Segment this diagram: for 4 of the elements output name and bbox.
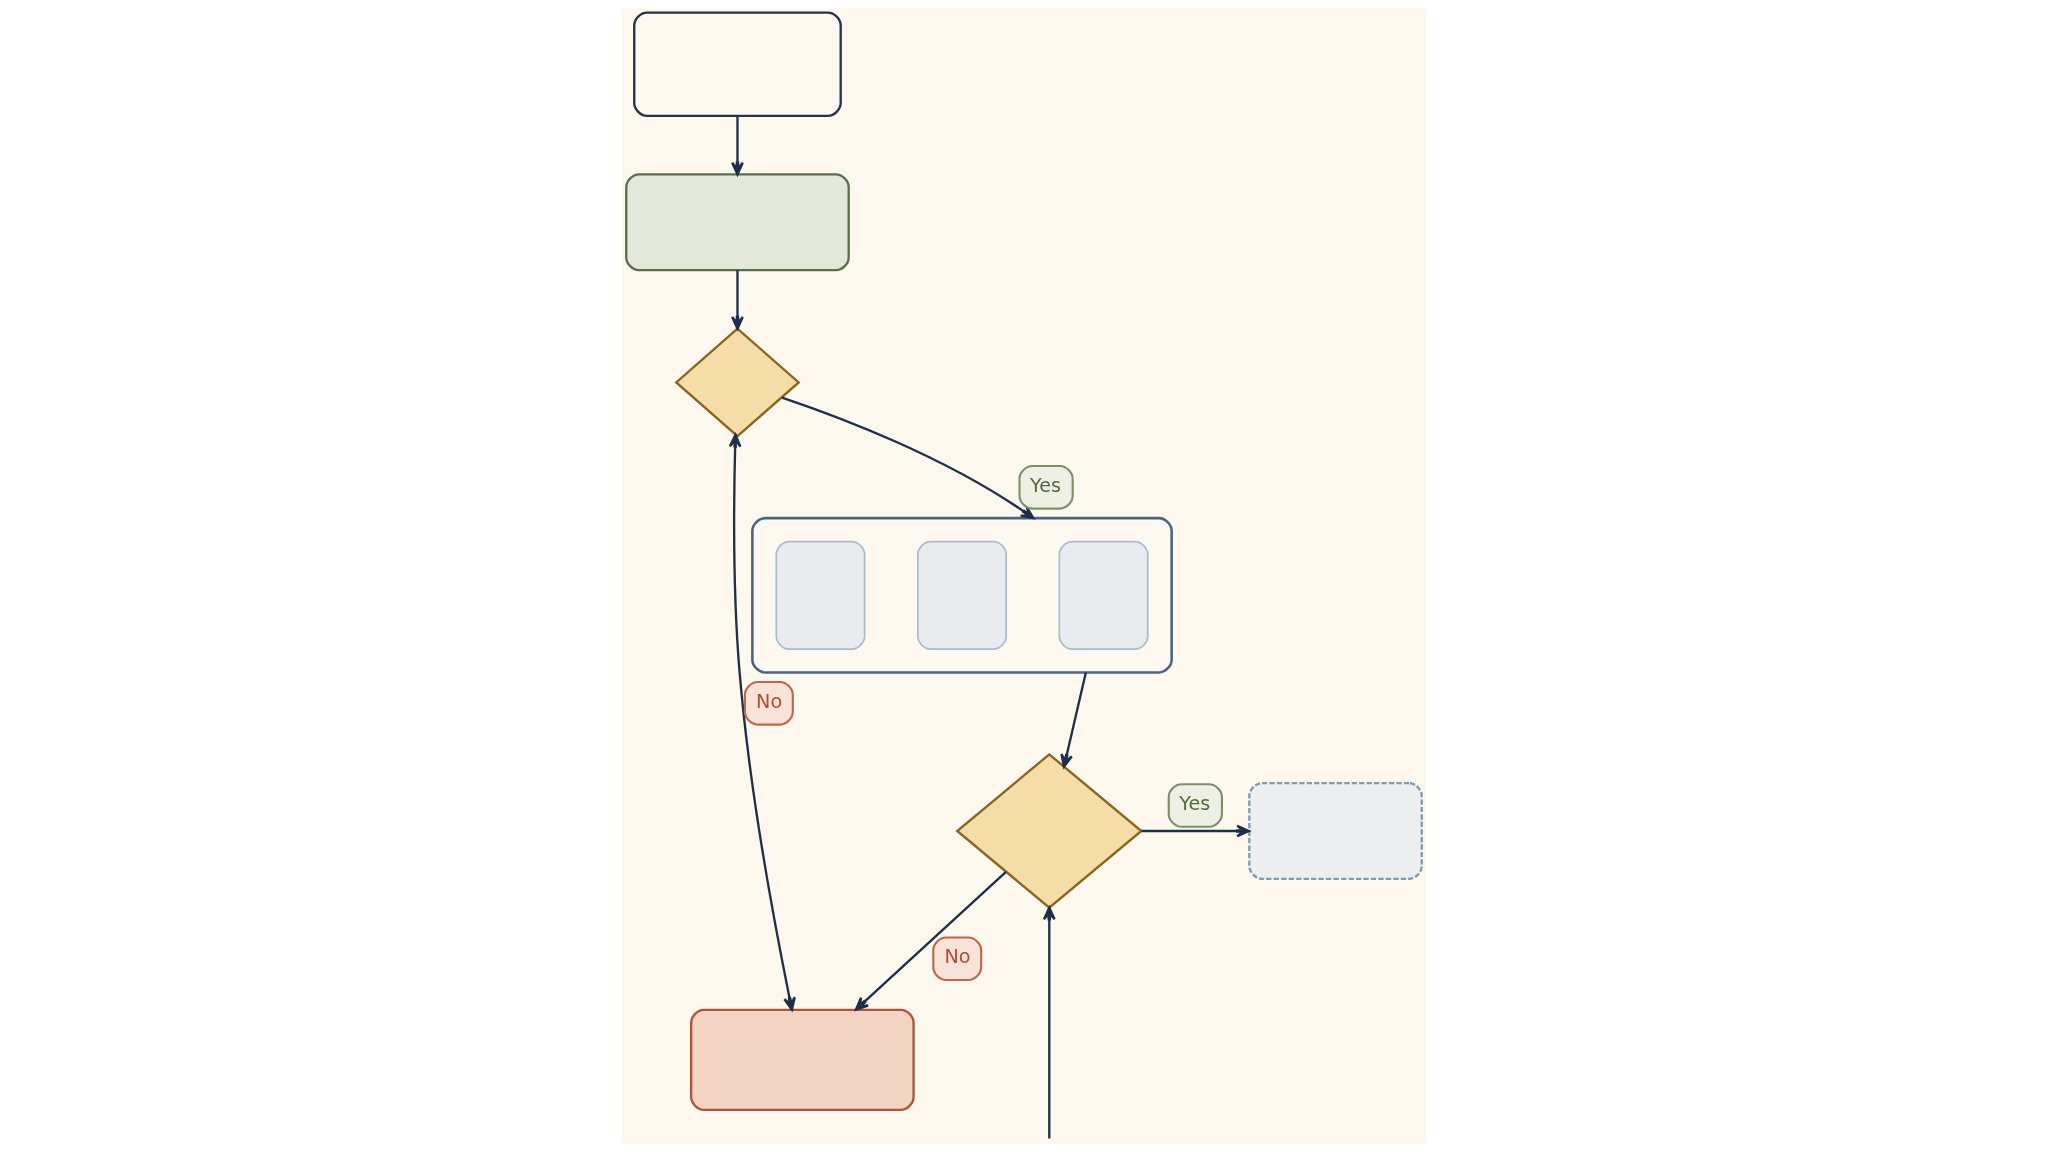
edge-label: Yes xyxy=(1030,473,1062,497)
edge-label: No xyxy=(756,690,783,713)
edge-label: Yes xyxy=(1179,792,1211,816)
edge-label: No xyxy=(944,945,971,969)
